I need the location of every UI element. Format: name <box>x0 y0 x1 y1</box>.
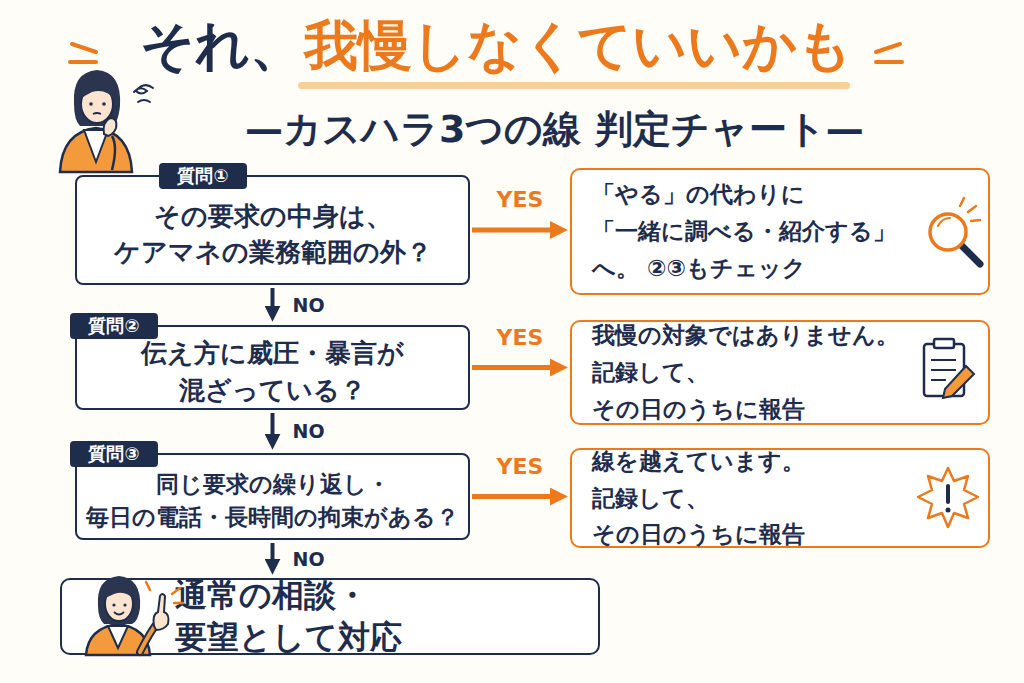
result-box: 我慢の対象ではありません。 記録して、その日のうちに報告 <box>570 320 990 425</box>
thinking-woman <box>104 118 117 136</box>
no-arrow <box>271 543 275 566</box>
title-accent-marks <box>876 44 900 52</box>
yes-arrow <box>472 228 558 233</box>
chart-title: それ、我慢しなくていいかも <box>140 14 852 79</box>
box-text: 「やる」の代わりに 「一緒に調べる・紹介する」へ。 ②③もチェック <box>572 170 988 293</box>
subtitle: —カスハラ3つの線 判定チャート— <box>245 104 864 155</box>
box-text: 同じ要求の繰り返し・ 毎日の電話・長時間の拘束がある？ <box>77 455 468 538</box>
thinking-woman <box>74 70 120 126</box>
result-box: 線を越えています。 記録して、その日のうちに報告 <box>570 448 990 548</box>
thinking-woman <box>80 80 115 100</box>
no-arrow <box>271 288 275 313</box>
thinking-woman <box>93 113 101 114</box>
yes-arrow <box>472 494 558 499</box>
title-accent-marks <box>876 60 902 64</box>
title-accent-marks <box>72 44 96 52</box>
thinking-woman <box>60 70 153 172</box>
thinking-woman <box>60 128 132 172</box>
title-accent-marks <box>70 60 96 64</box>
thinking-woman <box>102 102 106 106</box>
title-underline <box>298 82 850 89</box>
question-box: 質問②伝え方に威圧・暴言が 混ざっている？ <box>75 325 470 410</box>
result-box: 「やる」の代わりに 「一緒に調べる・紹介する」へ。 ②③もチェック <box>570 168 990 295</box>
box-text: 伝え方に威圧・暴言が 混ざっている？ <box>77 327 468 408</box>
question-tab: 質問① <box>159 163 247 189</box>
question-tab: 質問③ <box>70 441 158 467</box>
thinking-woman <box>138 100 150 102</box>
yes-arrow <box>472 365 558 370</box>
box-text: 線を越えています。 記録して、その日のうちに報告 <box>572 450 988 546</box>
yes-label: YES <box>497 456 544 478</box>
no-arrow <box>271 413 275 441</box>
no-label: NO <box>293 422 325 441</box>
thinking-woman <box>89 102 93 106</box>
question-box: 質問③同じ要求の繰り返し・ 毎日の電話・長時間の拘束がある？ <box>75 453 470 540</box>
question-box: 質問①その要求の中身は、 ケアマネの業務範囲の外？ <box>75 175 470 285</box>
final-box: 通常の相談・要望として対応 <box>60 578 600 655</box>
yes-label: YES <box>497 189 544 211</box>
no-label: NO <box>293 296 325 315</box>
thinking-woman <box>84 130 108 162</box>
question-tab: 質問② <box>70 313 158 339</box>
thinking-woman <box>81 85 113 123</box>
no-label: NO <box>293 550 325 569</box>
title-underline <box>298 82 850 89</box>
box-text: 通常の相談・要望として対応 <box>62 580 598 653</box>
thinking-woman <box>112 136 115 170</box>
yes-label: YES <box>497 327 544 349</box>
box-text: 我慢の対象ではありません。 記録して、その日のうちに報告 <box>572 322 988 423</box>
box-text: その要求の中身は、 ケアマネの業務範囲の外？ <box>77 177 468 283</box>
thinking-woman <box>134 85 153 93</box>
